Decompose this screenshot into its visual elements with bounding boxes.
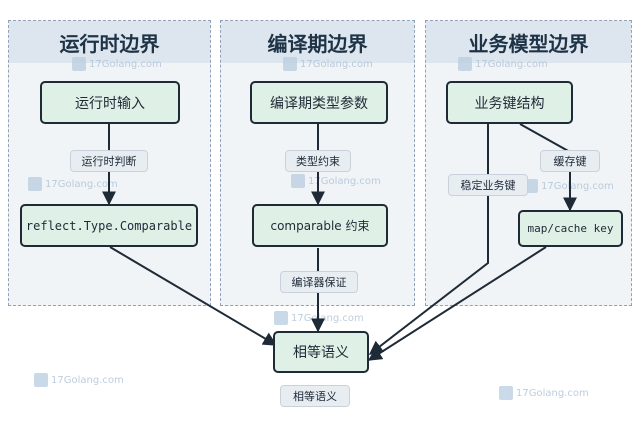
watermark-logo-icon — [274, 311, 288, 325]
runtime-check-label: 运行时判断 — [70, 150, 148, 172]
cache-key-label: 缓存键 — [540, 150, 600, 172]
watermark: 17Golang.com — [291, 174, 381, 188]
equality-caption-label: 相等语义 — [280, 385, 350, 407]
watermark-logo-icon — [28, 177, 42, 191]
business-key-struct-node: 业务键结构 — [446, 81, 573, 124]
watermark-logo-icon — [283, 57, 297, 71]
equality-semantics-node: 相等语义 — [273, 331, 369, 373]
watermark: 17Golang.com — [274, 311, 364, 325]
watermark: 17Golang.com — [458, 57, 548, 71]
compiler-guarantee-label: 编译器保证 — [280, 271, 358, 293]
watermark-logo-icon — [458, 57, 472, 71]
business-boundary-title: 业务模型边界 — [426, 21, 631, 63]
watermark: 17Golang.com — [283, 57, 373, 71]
runtime-boundary-title: 运行时边界 — [9, 21, 210, 63]
type-constraint-label: 类型约束 — [285, 150, 351, 172]
runtime-input-node: 运行时输入 — [40, 81, 180, 124]
map-cache-key-node: map/cache key — [518, 210, 623, 247]
runtime-boundary-panel: 运行时边界 — [8, 20, 211, 306]
watermark-logo-icon — [291, 174, 305, 188]
watermark-logo-icon — [72, 57, 86, 71]
edge-reflect-to-equality — [109, 246, 278, 346]
watermark: 17Golang.com — [28, 177, 118, 191]
comparable-constraint-node: comparable 约束 — [252, 204, 388, 247]
compile-boundary-title: 编译期边界 — [221, 21, 414, 63]
compile-type-params-node: 编译期类型参数 — [250, 81, 388, 124]
edge-map-cache-to-equality — [367, 246, 547, 361]
stable-business-key-label: 稳定业务键 — [448, 174, 528, 196]
watermark: 17Golang.com — [34, 373, 124, 387]
watermark-logo-icon — [34, 373, 48, 387]
edge-business-key-to-equality — [368, 124, 489, 355]
watermark-logo-icon — [499, 386, 513, 400]
reflect-comparable-node: reflect.Type.Comparable — [20, 204, 198, 247]
watermark: 17Golang.com — [72, 57, 162, 71]
watermark: 17Golang.com — [499, 386, 589, 400]
